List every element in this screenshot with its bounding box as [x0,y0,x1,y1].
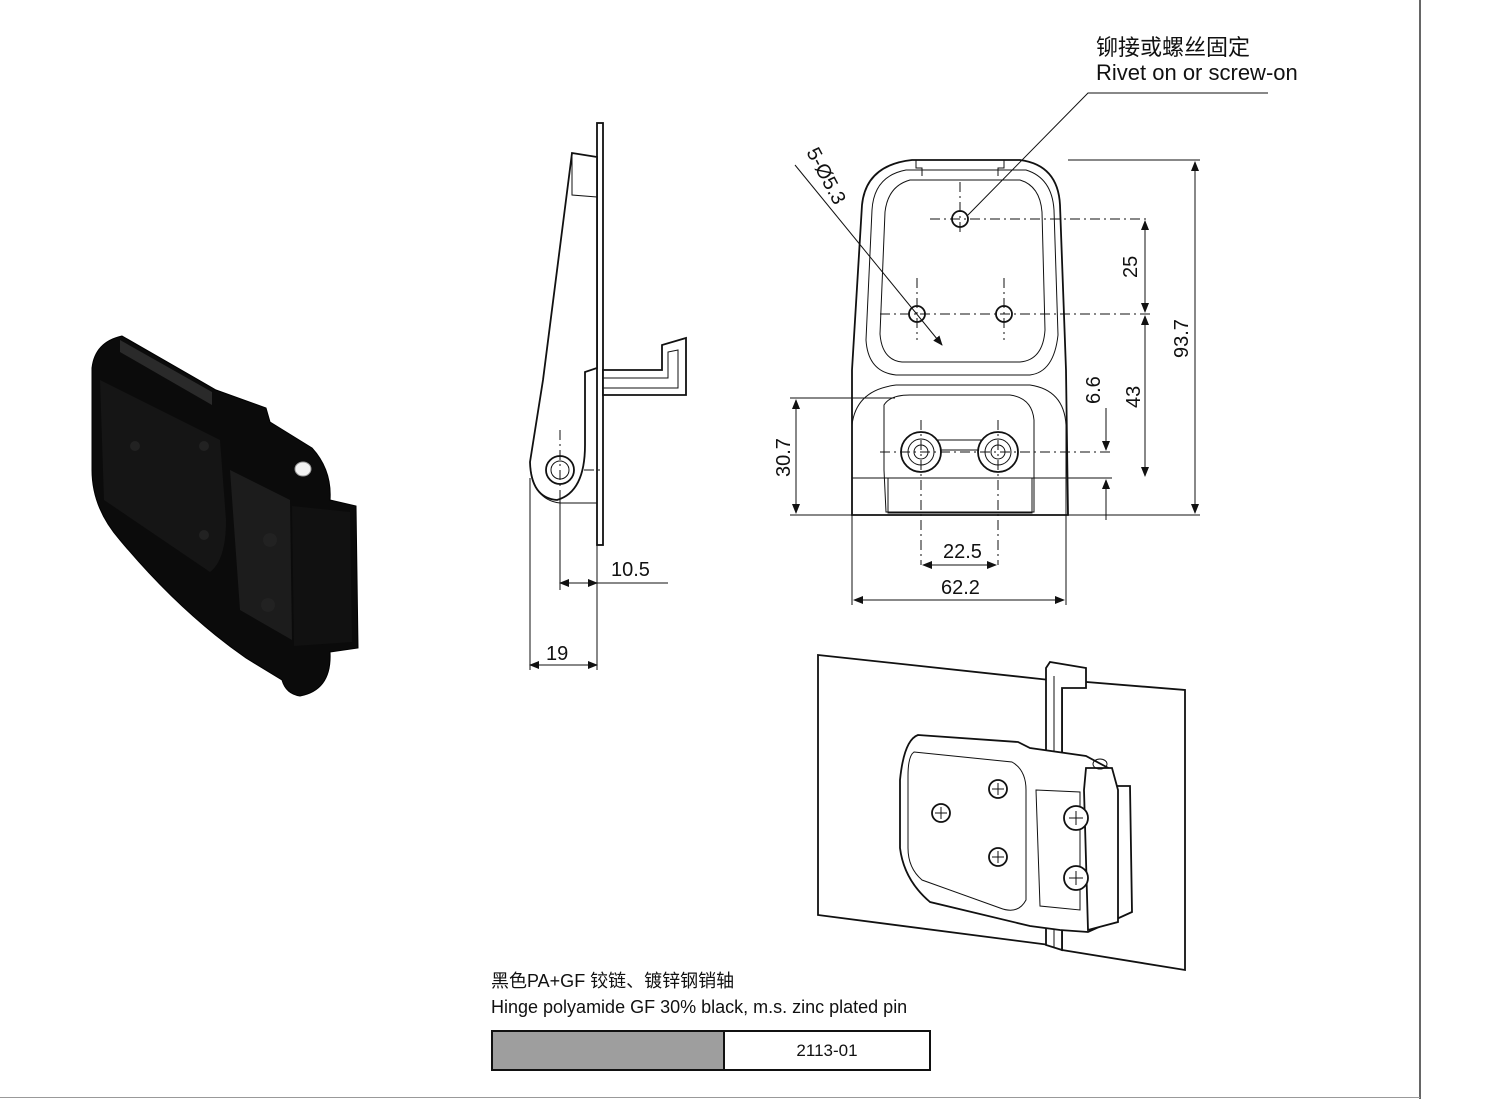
title-block-gray-cell [493,1032,725,1069]
mounted-assembly-view [817,653,1186,972]
dim-6-6: 6.6 [1083,376,1105,404]
sheet-border-bottom [0,1097,1420,1098]
title-block: 2113-01 [491,1030,931,1071]
sheet-border-right [1419,0,1421,1099]
dim-30-7: 30.7 [773,438,795,477]
dim-19: 19 [546,643,568,665]
dim-25: 25 [1120,256,1142,278]
front-view [790,92,1268,605]
description-chinese: 黑色PA+GF 铰链、镀锌钢销轴 [491,971,735,991]
dim-62-2: 62.2 [941,577,980,599]
dim-10-5: 10.5 [611,559,650,581]
part-number: 2113-01 [796,1040,858,1060]
dim-holes: 5-Ø5.3 [802,144,850,208]
hinge-product-render [91,335,359,697]
dim-93-7: 93.7 [1171,319,1193,358]
dim-22-5: 22.5 [943,541,982,563]
dim-43: 43 [1123,386,1145,408]
side-view [529,122,687,670]
description-english: Hinge polyamide GF 30% black, m.s. zinc … [491,997,908,1017]
callout-english: Rivet on or screw-on [1096,60,1298,85]
callout-chinese: 铆接或螺丝固定 [1096,35,1250,60]
